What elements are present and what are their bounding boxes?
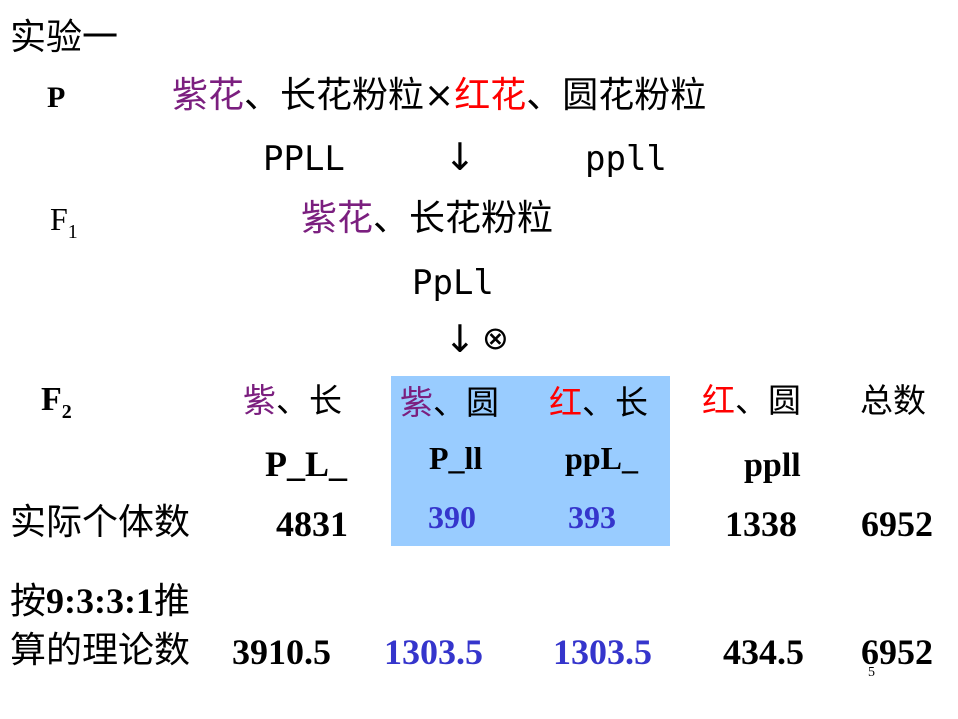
f1-color: 紫花 xyxy=(301,198,374,239)
f2-col1-header: 紫、长 xyxy=(243,381,342,420)
theory-col1: 3910.5 xyxy=(232,632,331,672)
f2-col2-genotype: P_ll xyxy=(429,440,483,476)
f1-genotype: PpLl xyxy=(412,263,494,303)
theory-col4: 434.5 xyxy=(723,632,804,672)
parent2-genotype: ppll xyxy=(585,139,667,179)
p-label: P xyxy=(47,81,66,114)
arrow-down-icon: ↓ xyxy=(444,317,476,361)
f1-rest: 、长花粉粒 xyxy=(373,198,554,239)
theory-col3: 1303.5 xyxy=(553,632,652,672)
f2-col3-header: 红、长 xyxy=(549,383,648,422)
highlight-box xyxy=(391,376,670,546)
f2-col3-genotype: ppL_ xyxy=(565,440,638,476)
theory-col2: 1303.5 xyxy=(384,632,483,672)
f2-col2-header: 紫、圆 xyxy=(400,383,499,422)
parent1-rest: 、长花粉粒 xyxy=(244,75,425,116)
f1-phenotype: 紫花、长花粉粒 xyxy=(301,201,553,237)
theory-total: 6952 xyxy=(861,632,933,672)
cross-symbol: × xyxy=(424,75,455,116)
parent2-color: 红花 xyxy=(454,75,527,116)
parent1-genotype: PPLL xyxy=(263,139,345,179)
selfing-symbol-icon: ⊗ xyxy=(482,319,509,357)
f2-label: F2 xyxy=(41,381,72,423)
actual-col1: 4831 xyxy=(276,504,348,544)
theory-row-label-line2: 算的理论数 xyxy=(10,630,191,671)
f2-col4-header: 红、圆 xyxy=(702,381,801,420)
parent1-color: 紫花 xyxy=(172,75,245,116)
f1-label: F1 xyxy=(50,201,78,243)
slide-number: 5 xyxy=(868,665,875,680)
actual-col2: 390 xyxy=(428,499,476,535)
f2-total-header: 总数 xyxy=(860,381,926,420)
arrow-down-icon: ↓ xyxy=(444,135,476,179)
f2-col4-genotype: ppll xyxy=(744,447,801,484)
actual-total: 6952 xyxy=(861,504,933,544)
actual-col4: 1338 xyxy=(725,504,797,544)
f2-col1-genotype: P_L_ xyxy=(265,444,348,484)
parent2-rest: 、圆花粉粒 xyxy=(526,75,707,116)
slide-title: 实验一 xyxy=(10,17,119,58)
p-cross-line: 紫花、长花粉粒×红花、圆花粉粒 xyxy=(172,78,706,114)
theory-row-label-line1: 按9:3:3:1推 xyxy=(10,581,190,622)
actual-col3: 393 xyxy=(568,499,616,535)
actual-row-label: 实际个体数 xyxy=(10,502,191,543)
